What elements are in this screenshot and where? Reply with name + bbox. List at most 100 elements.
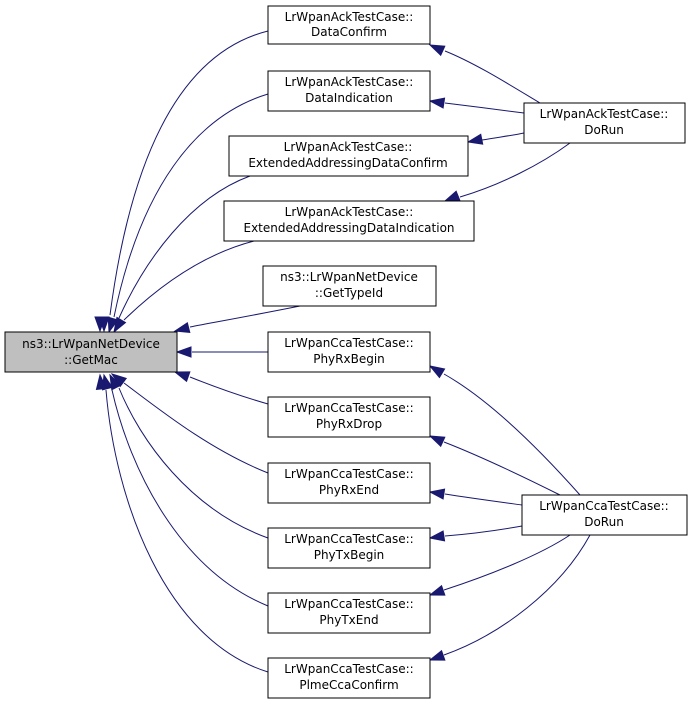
node-cca-phyrxbegin-box bbox=[267, 331, 431, 373]
edge-cca-dorun-to-cca-phyrxend-arrowhead bbox=[428, 488, 446, 500]
node-cca-dorun[interactable]: LrWpanCcaTestCase:: DoRun bbox=[521, 494, 688, 536]
edge-cca-dorun-to-cca-phytxbegin bbox=[428, 525, 523, 542]
edge-ack-dorun-to-ack-extindication-arrowhead bbox=[443, 190, 461, 202]
edge-cca-phyrxbegin-to-getmac-arrowhead bbox=[175, 346, 192, 358]
node-ack-dataconfirm[interactable]: LrWpanAckTestCase:: DataConfirm bbox=[267, 5, 431, 45]
node-cca-phyrxdrop-line2: PhyRxDrop bbox=[316, 417, 382, 431]
node-ack-dataconfirm-line1: LrWpanAckTestCase:: bbox=[285, 10, 414, 24]
node-cca-phyrxbegin-line1: LrWpanCcaTestCase:: bbox=[284, 336, 413, 350]
edge-ack-extconfirm-to-getmac bbox=[107, 175, 251, 334]
node-cca-phytxend[interactable]: LrWpanCcaTestCase:: PhyTxEnd bbox=[267, 592, 431, 634]
edge-cca-dorun-to-cca-phytxend bbox=[428, 534, 571, 596]
node-ack-extindication-line2: ExtendedAddressingDataIndication bbox=[243, 221, 454, 235]
edge-cca-dorun-to-cca-phytxend-line bbox=[443, 534, 571, 591]
edge-ack-dorun-to-ack-extconfirm-arrowhead bbox=[466, 133, 484, 145]
edge-cca-dorun-to-cca-phytxend-arrowhead bbox=[428, 584, 446, 596]
node-cca-phyrxbegin[interactable]: LrWpanCcaTestCase:: PhyRxBegin bbox=[267, 331, 431, 373]
node-cca-phyrxdrop[interactable]: LrWpanCcaTestCase:: PhyRxDrop bbox=[267, 396, 431, 438]
edge-cca-dorun-to-cca-phyrxbegin-line bbox=[443, 373, 581, 496]
node-getmac-line1: ns3::LrWpanNetDevice bbox=[22, 337, 160, 351]
node-ack-dataindication-line1: LrWpanAckTestCase:: bbox=[285, 75, 414, 89]
node-ack-dataindication[interactable]: LrWpanAckTestCase:: DataIndication bbox=[267, 70, 431, 112]
edge-gettypeid-to-getmac-arrowhead bbox=[173, 321, 191, 334]
edge-ack-extindication-to-getmac-arrowhead bbox=[113, 316, 127, 334]
edge-cca-phytxbegin-to-getmac-line bbox=[118, 387, 269, 539]
node-cca-dorun-line2: DoRun bbox=[584, 515, 624, 529]
node-ack-dorun-line1: LrWpanAckTestCase:: bbox=[540, 107, 669, 121]
edge-cca-dorun-to-cca-phyrxend-line bbox=[444, 493, 523, 506]
edge-ack-dorun-to-ack-dataindication bbox=[428, 97, 525, 114]
edge-ack-extconfirm-to-getmac-line bbox=[118, 175, 251, 319]
node-ack-extconfirm[interactable]: LrWpanAckTestCase:: ExtendedAddressingDa… bbox=[228, 135, 469, 177]
edge-cca-dorun-to-cca-phyrxdrop-line bbox=[443, 441, 561, 496]
edge-cca-dorun-to-cca-phyrxbegin-arrowhead bbox=[428, 365, 446, 379]
edge-ack-dataindication-to-getmac-line bbox=[113, 93, 269, 318]
node-cca-phytxbegin-box bbox=[267, 527, 431, 569]
edge-cca-phyrxend-to-getmac-line bbox=[123, 382, 269, 474]
node-cca-phytxend-line2: PhyTxEnd bbox=[319, 613, 378, 627]
nodes-layer: ns3::LrWpanNetDevice ::GetMac LrWpanAckT… bbox=[4, 5, 688, 699]
node-ack-extconfirm-box bbox=[228, 135, 469, 177]
node-cca-phyrxbegin-line2: PhyRxBegin bbox=[313, 352, 385, 366]
node-ack-dataindication-box bbox=[267, 70, 431, 112]
edge-cca-dorun-to-cca-phyrxdrop bbox=[428, 435, 561, 496]
node-ack-dataindication-line2: DataIndication bbox=[305, 91, 393, 105]
node-cca-dorun-box bbox=[521, 494, 688, 536]
node-cca-phyrxend-line1: LrWpanCcaTestCase:: bbox=[284, 467, 413, 481]
node-cca-phyrxdrop-line1: LrWpanCcaTestCase:: bbox=[284, 401, 413, 415]
node-cca-phytxbegin-line1: LrWpanCcaTestCase:: bbox=[284, 532, 413, 546]
edge-ack-extindication-to-getmac bbox=[113, 240, 255, 334]
edge-cca-phytxend-to-getmac bbox=[101, 373, 269, 607]
node-cca-phytxbegin[interactable]: LrWpanCcaTestCase:: PhyTxBegin bbox=[267, 527, 431, 569]
edge-cca-dorun-to-cca-plmeccaconfirm bbox=[428, 534, 591, 661]
edge-cca-dorun-to-cca-plmeccaconfirm-line bbox=[443, 534, 591, 656]
edges-layer bbox=[94, 30, 591, 673]
edge-cca-dorun-to-cca-phytxbegin-line bbox=[444, 525, 523, 537]
edge-cca-phyrxbegin-to-getmac bbox=[175, 346, 268, 358]
edge-cca-dorun-to-cca-phyrxbegin bbox=[428, 365, 581, 496]
node-gettypeid-line1: ns3::LrWpanNetDevice bbox=[280, 270, 418, 284]
node-cca-plmeccaconfirm[interactable]: LrWpanCcaTestCase:: PlmeCcaConfirm bbox=[267, 657, 431, 699]
edge-ack-dorun-to-ack-dataconfirm bbox=[428, 44, 541, 104]
node-cca-phytxbegin-line2: PhyTxBegin bbox=[314, 548, 385, 562]
edge-cca-phytxbegin-to-getmac bbox=[109, 373, 269, 539]
edge-cca-phyrxend-to-getmac bbox=[110, 373, 269, 474]
node-ack-dataconfirm-line2: DataConfirm bbox=[311, 25, 387, 39]
node-cca-phytxend-line1: LrWpanCcaTestCase:: bbox=[284, 597, 413, 611]
node-gettypeid[interactable]: ns3::LrWpanNetDevice ::GetTypeId bbox=[262, 265, 437, 307]
node-ack-dorun[interactable]: LrWpanAckTestCase:: DoRun bbox=[523, 102, 686, 144]
node-cca-phyrxdrop-box bbox=[267, 396, 431, 438]
edge-ack-dorun-to-ack-dataindication-line bbox=[444, 102, 525, 114]
node-ack-dataconfirm-box bbox=[267, 5, 431, 45]
edge-ack-extindication-to-getmac-line bbox=[123, 240, 255, 321]
node-ack-extindication-line1: LrWpanAckTestCase:: bbox=[285, 205, 414, 219]
edge-cca-dorun-to-cca-phyrxdrop-arrowhead bbox=[428, 435, 446, 448]
node-cca-dorun-line1: LrWpanCcaTestCase:: bbox=[539, 499, 668, 513]
node-ack-extconfirm-line2: ExtendedAddressingDataConfirm bbox=[248, 156, 447, 170]
edge-ack-dataconfirm-to-getmac-line bbox=[109, 30, 269, 316]
edge-ack-dataindication-to-getmac bbox=[98, 93, 269, 333]
edge-cca-dorun-to-cca-plmeccaconfirm-arrowhead bbox=[428, 649, 446, 661]
node-ack-dorun-box bbox=[523, 102, 686, 144]
edge-ack-dorun-to-ack-extconfirm-line bbox=[481, 132, 525, 141]
edge-cca-phytxend-to-getmac-line bbox=[111, 389, 269, 607]
edge-cca-dorun-to-cca-phyrxend bbox=[428, 488, 523, 506]
node-cca-plmeccaconfirm-box bbox=[267, 657, 431, 699]
edge-ack-extconfirm-to-getmac-arrowhead bbox=[107, 316, 119, 334]
node-ack-extindication[interactable]: LrWpanAckTestCase:: ExtendedAddressingDa… bbox=[223, 200, 475, 242]
edge-cca-plmeccaconfirm-to-getmac bbox=[95, 373, 269, 673]
node-cca-plmeccaconfirm-line2: PlmeCcaConfirm bbox=[299, 678, 398, 692]
node-getmac[interactable]: ns3::LrWpanNetDevice ::GetMac bbox=[4, 331, 178, 373]
edge-ack-dorun-to-ack-extindication-line bbox=[459, 142, 571, 198]
node-cca-plmeccaconfirm-line1: LrWpanCcaTestCase:: bbox=[284, 662, 413, 676]
edge-gettypeid-to-getmac-line bbox=[189, 305, 301, 328]
node-cca-phyrxend[interactable]: LrWpanCcaTestCase:: PhyRxEnd bbox=[267, 462, 431, 504]
node-gettypeid-box bbox=[262, 265, 437, 307]
edge-cca-plmeccaconfirm-to-getmac-line bbox=[105, 389, 269, 673]
edge-cca-phyrxdrop-to-getmac-line bbox=[189, 376, 269, 405]
edge-ack-dataindication-to-getmac-arrowhead bbox=[98, 316, 110, 333]
node-cca-phyrxend-line2: PhyRxEnd bbox=[319, 483, 379, 497]
node-ack-extconfirm-line1: LrWpanAckTestCase:: bbox=[284, 140, 413, 154]
edge-cca-dorun-to-cca-phytxbegin-arrowhead bbox=[428, 530, 446, 542]
edge-cca-phyrxdrop-to-getmac bbox=[173, 371, 269, 405]
